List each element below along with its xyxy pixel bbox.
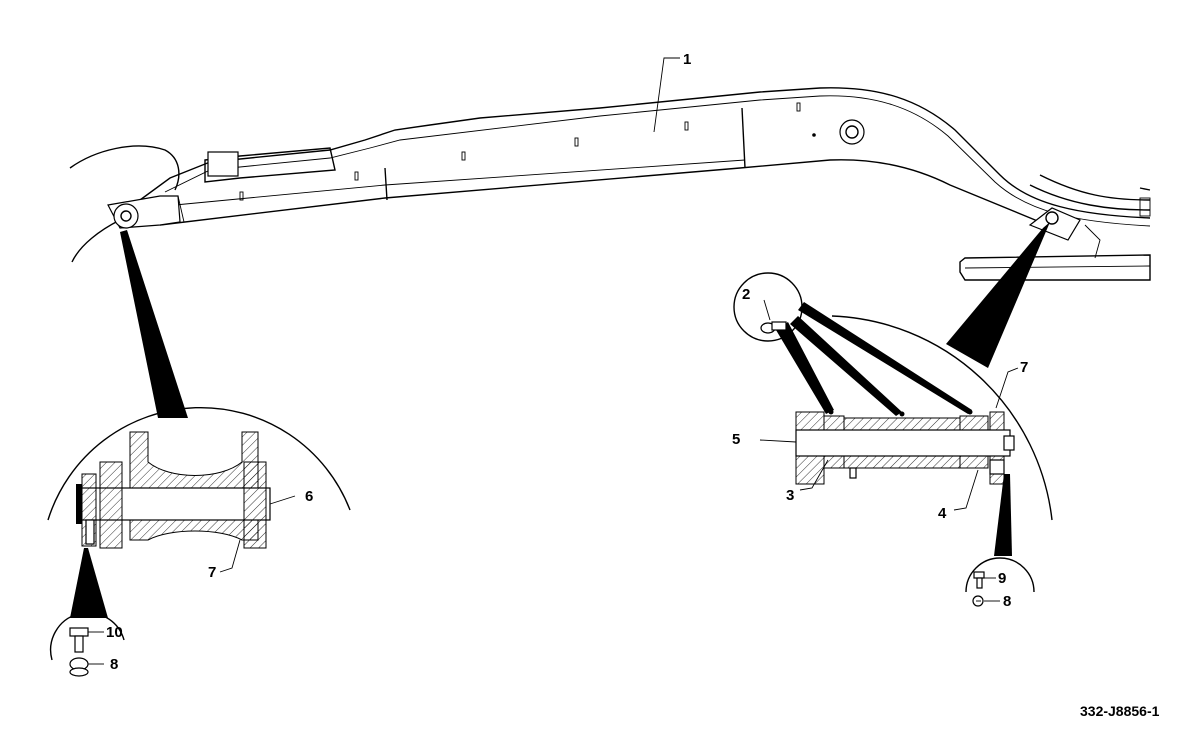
callout-7-left: 7 (208, 539, 241, 581)
callout-7-right-label: 7 (1020, 359, 1028, 376)
callout-7-left-label: 7 (208, 564, 216, 581)
callout-3: 3 (786, 459, 829, 504)
right-detail-view (795, 222, 1053, 521)
callout-6-label: 6 (305, 488, 313, 505)
callout-5-label: 5 (732, 431, 740, 448)
callout-8-left-label: 8 (110, 656, 118, 673)
callout-4: 4 (938, 469, 979, 522)
callout-5: 5 (732, 431, 797, 448)
callout-1-label: 1 (683, 51, 691, 68)
grease-fitting-detail: 2 (733, 272, 972, 416)
callout-2-label: 2 (742, 286, 750, 303)
callout-9-label: 9 (998, 570, 1006, 587)
callout-4-label: 4 (938, 505, 947, 522)
callout-1: 1 (653, 51, 691, 133)
callout-10-label: 10 (106, 624, 123, 641)
callout-8-right-label: 8 (1003, 593, 1011, 610)
boom-assembly (69, 87, 1151, 281)
right-hardware-detail: 9 8 (965, 474, 1035, 610)
callout-7-right: 7 (995, 359, 1028, 409)
callout-6: 6 (269, 488, 313, 505)
figure-reference: 332-J8856-1 (1080, 703, 1160, 719)
left-hardware-detail: 10 8 (49, 548, 125, 677)
left-detail-view (47, 230, 351, 549)
callout-3-label: 3 (786, 487, 794, 504)
